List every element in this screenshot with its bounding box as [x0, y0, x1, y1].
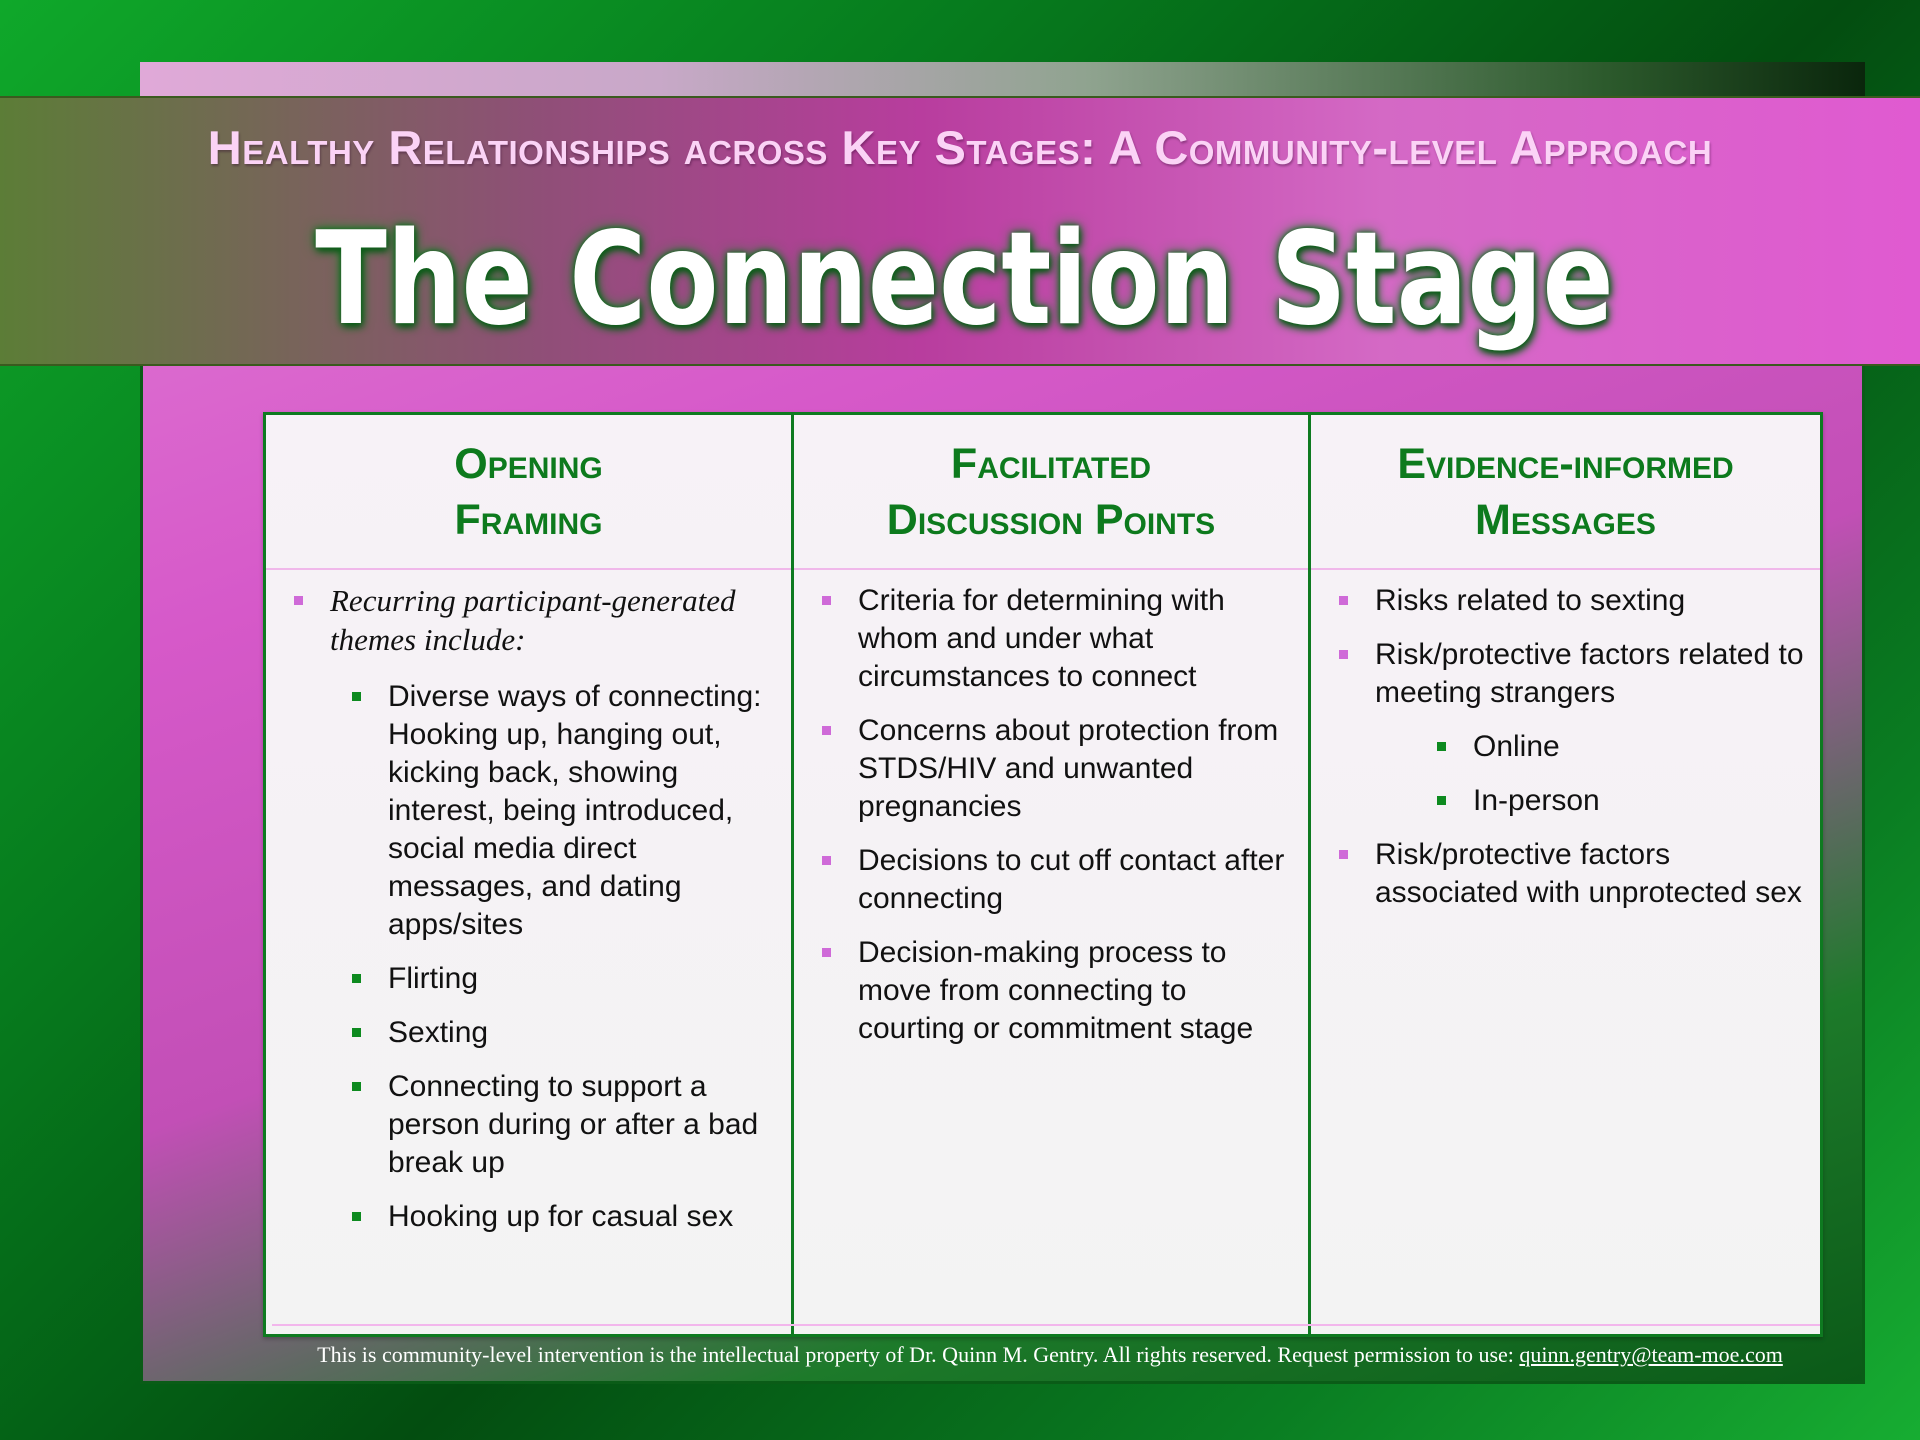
sub-list-item: In-person — [1435, 782, 1806, 820]
slide-title: The Connection Stage — [315, 205, 1614, 354]
intro-text: Recurring participant-generated themes i… — [330, 583, 736, 657]
column-opening-framing: Opening Framing Recurring participant-ge… — [266, 415, 791, 1334]
heading-line: Framing — [454, 495, 603, 544]
list-item: Connecting to support a person during or… — [350, 1068, 777, 1182]
heading-line: Discussion Points — [886, 495, 1216, 544]
list-item: Hooking up for casual sex — [350, 1198, 777, 1236]
list-item: Diverse ways of connecting: Hooking up, … — [350, 678, 777, 944]
list-item-text: Risk/protective factors related to meeti… — [1375, 638, 1804, 709]
list-item: Decision-making process to move from con… — [820, 934, 1294, 1048]
column-heading: Facilitated Discussion Points — [794, 415, 1308, 570]
column-body: Recurring participant-generated themes i… — [266, 570, 791, 1236]
column-body: Criteria for determining with whom and u… — [794, 570, 1308, 1048]
list-item: Recurring participant-generated themes i… — [292, 582, 777, 1236]
list-item: Sexting — [350, 1014, 777, 1052]
footer: This is community-level intervention is … — [0, 1342, 1920, 1368]
list-item: Risk/protective factors associated with … — [1337, 836, 1806, 912]
heading-line: Facilitated — [950, 439, 1152, 488]
slide-subtitle: Healthy Relationships across Key Stages:… — [207, 121, 1713, 174]
list-item: Criteria for determining with whom and u… — [820, 582, 1294, 696]
column-heading: Opening Framing — [266, 415, 791, 570]
copyright-text: This is community-level intervention is … — [317, 1342, 1520, 1367]
sub-list-item: Online — [1435, 728, 1806, 766]
column-body: Risks related to sexting Risk/protective… — [1311, 570, 1820, 912]
column-heading: Evidence-informed Messages — [1311, 415, 1820, 570]
list-item: Concerns about protection from STDS/HIV … — [820, 712, 1294, 826]
list-item: Decisions to cut off contact after conne… — [820, 842, 1294, 918]
title-banner — [0, 96, 1920, 366]
top-decorative-strip — [140, 62, 1865, 96]
list-item: Risk/protective factors related to meeti… — [1337, 636, 1806, 820]
heading-line: Evidence-informed — [1397, 439, 1734, 488]
footer-divider — [272, 1324, 1820, 1326]
heading-line: Messages — [1475, 495, 1656, 544]
column-evidence-informed: Evidence-informed Messages Risks related… — [1308, 415, 1820, 1334]
column-facilitated-discussion: Facilitated Discussion Points Criteria f… — [791, 415, 1308, 1334]
list-item: Risks related to sexting — [1337, 582, 1806, 620]
content-table: Opening Framing Recurring participant-ge… — [263, 412, 1823, 1337]
contact-email-link[interactable]: quinn.gentry@team-moe.com — [1519, 1342, 1783, 1367]
list-item: Flirting — [350, 960, 777, 998]
heading-line: Opening — [454, 439, 603, 488]
